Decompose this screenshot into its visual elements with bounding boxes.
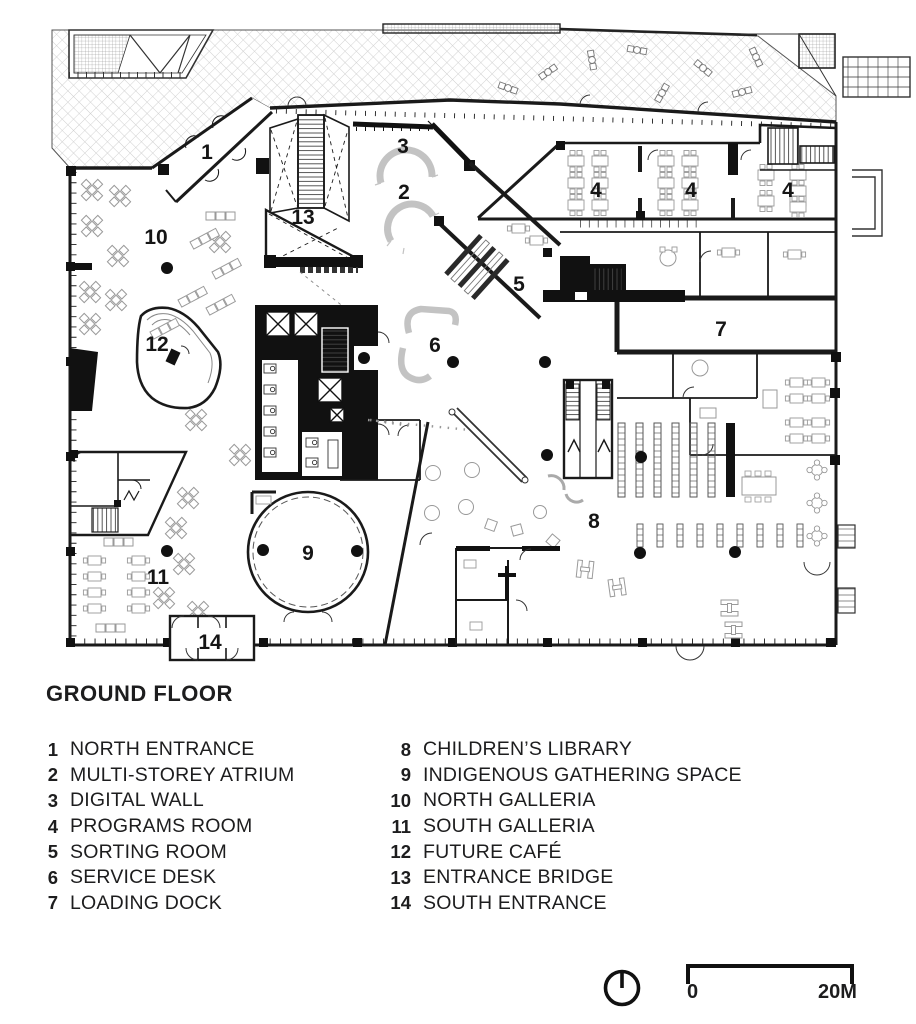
legend-label: SORTING ROOM: [70, 840, 227, 863]
legend-item: 3 DIGITAL WALL: [30, 788, 294, 814]
legend-item: 5 SORTING ROOM: [30, 839, 294, 865]
legend-label: SOUTH GALLERIA: [423, 815, 595, 838]
column-dots: [161, 262, 741, 559]
legend-column-2: 8 CHILDREN’S LIBRARY 9 INDIGENOUS GATHERIN…: [383, 737, 742, 916]
legend-item: 10 NORTH GALLERIA: [383, 788, 742, 814]
legend-label: ENTRANCE BRIDGE: [423, 866, 614, 889]
label-5: 5: [513, 273, 525, 296]
legend-num: 7: [47, 892, 58, 914]
legend-num: 9: [400, 764, 411, 786]
legend-item: 12 FUTURE CAFÉ: [383, 839, 742, 865]
label-11: 11: [147, 566, 170, 589]
scale-bar: [686, 964, 854, 984]
south-entrance: [168, 614, 256, 662]
entrance-bridge: [256, 113, 363, 309]
legend-label: LOADING DOCK: [70, 891, 222, 914]
sorting-room: [434, 161, 562, 320]
skylight-structure: [68, 29, 215, 79]
legend-item: 9 INDIGENOUS GATHERING SPACE: [383, 763, 742, 789]
childrens-library: [367, 407, 831, 645]
digital-wall: [352, 120, 475, 171]
legend-label: NORTH GALLERIA: [423, 789, 596, 812]
label-4c: 4: [782, 179, 794, 202]
southwest-rooms: [70, 450, 188, 537]
label-8: 8: [588, 510, 600, 533]
legend-num: 3: [47, 789, 58, 811]
legend-num: 4: [47, 815, 58, 837]
label-4b: 4: [685, 179, 697, 202]
room-number-labels: 1 2 3 4 4 4 5 6 7 8 9 10 11 12 13 14: [144, 135, 794, 654]
label-7: 7: [715, 318, 727, 341]
legend-column-1: 1 NORTH ENTRANCE 2 MULTI-STOREY ATRIUM 3 DI…: [30, 737, 295, 917]
legend-item: 13 ENTRANCE BRIDGE: [383, 865, 742, 891]
legend-num: 10: [390, 789, 411, 811]
legend-label: INDIGENOUS GATHERING SPACE: [423, 763, 742, 786]
legend-num: 6: [47, 866, 58, 888]
legend-num: 2: [47, 764, 58, 786]
legend-label: CHILDREN’S LIBRARY: [423, 738, 633, 761]
legend-label: NORTH ENTRANCE: [70, 738, 255, 761]
legend-item: 8 CHILDREN’S LIBRARY: [383, 737, 742, 763]
page-title: GROUND FLOOR: [46, 681, 233, 706]
programs-rooms: [476, 141, 836, 228]
gathering-space: [246, 421, 441, 646]
legend-num: 13: [390, 866, 411, 888]
rooftop-vent: [798, 33, 836, 69]
legend-label: SERVICE DESK: [70, 866, 217, 889]
legend-label: DIGITAL WALL: [70, 789, 204, 812]
legend-num: 5: [47, 841, 58, 863]
legend-item: 2 MULTI-STOREY ATRIUM: [30, 763, 295, 789]
label-13: 13: [291, 206, 314, 229]
legend-label: SOUTH ENTRANCE: [423, 891, 607, 914]
label-12: 12: [145, 333, 168, 356]
legend-item: 7 LOADING DOCK: [30, 891, 294, 917]
loading-dock: [543, 231, 836, 355]
legend-num: 1: [47, 738, 58, 760]
legend-label: PROGRAMS ROOM: [70, 815, 253, 838]
legend-item: 11 SOUTH GALLERIA: [383, 814, 742, 840]
north-entrance: [151, 96, 274, 204]
legend-num: 11: [391, 815, 411, 837]
service-core: [255, 305, 421, 481]
atrium-benches: [374, 146, 440, 255]
legend-item: 4 PROGRAMS ROOM: [30, 814, 294, 840]
label-6: 6: [429, 334, 441, 357]
label-9: 9: [302, 542, 314, 565]
label-1: 1: [201, 141, 213, 164]
exterior-right-stairs: [837, 56, 911, 614]
stair-room-northeast: [758, 123, 837, 218]
label-4a: 4: [590, 179, 602, 202]
legend-num: 8: [400, 738, 411, 760]
service-desk: [398, 305, 459, 384]
label-14: 14: [198, 631, 222, 654]
legend-item: 14 SOUTH ENTRANCE: [383, 891, 742, 917]
legend-item: 1 NORTH ENTRANCE: [30, 737, 294, 763]
north-arrow-icon: [603, 969, 641, 1007]
roof-edge-bar: [382, 23, 561, 34]
label-10: 10: [144, 226, 167, 249]
central-escalators: [547, 378, 614, 504]
label-2: 2: [398, 181, 410, 204]
label-3: 3: [397, 135, 409, 158]
floor-plan-drawing: 1 2 3 4 4 4 5 6 7 8 9 10 11 12 13 14: [51, 23, 911, 662]
legend-label: FUTURE CAFÉ: [423, 840, 562, 863]
legend-label: MULTI-STOREY ATRIUM: [70, 763, 295, 786]
legend-item: 6 SERVICE DESK: [30, 865, 294, 891]
office-suite: [617, 352, 841, 456]
scale-max: 20M: [818, 981, 857, 1003]
scale-zero: 0: [687, 981, 699, 1003]
legend-num: 14: [390, 892, 411, 914]
legend-num: 12: [390, 841, 411, 863]
